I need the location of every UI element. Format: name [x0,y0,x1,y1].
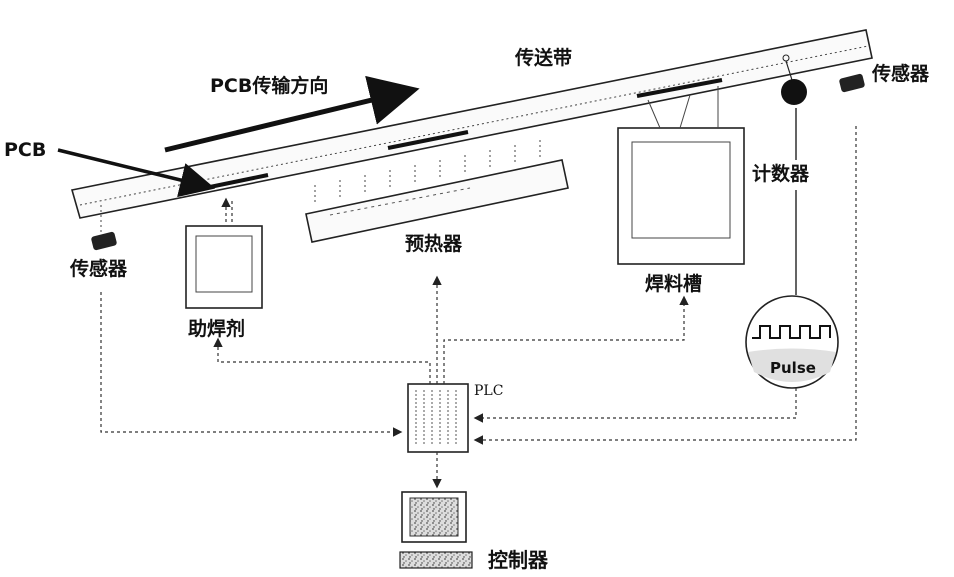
sensor-left-label: 传感器 [69,257,128,280]
pcb-board-1 [204,173,269,190]
plc-label: PLC [474,383,503,399]
counter-unit [781,54,807,105]
pcb-board-2 [387,130,469,150]
controller-label: 控制器 [488,548,549,572]
plc-unit [407,383,469,453]
flux-label: 助焊剂 [188,317,245,340]
conveyor-label: 传送带 [514,46,572,69]
controller-computer-icon [399,491,473,569]
pcb-board-3 [636,78,723,98]
preheater-unit [305,140,569,243]
pulse-generator [745,295,839,389]
flux-unit [185,197,263,309]
pcb-direction-arrow [164,75,420,153]
counter-label: 计数器 [752,162,810,185]
sensor-left-icon [91,231,117,251]
pulse-label: Pulse [770,359,816,377]
pcb-pointer-arrow [57,148,216,198]
preheater-label: 预热器 [405,232,463,255]
sensor-right-icon [839,73,865,93]
pcb-label: PCB [4,139,46,161]
solder-bath-label: 焊料槽 [645,272,702,295]
pcb-direction-label: PCB传输方向 [210,74,328,97]
conveyor-belt [70,29,873,219]
sensor-right-label: 传感器 [871,62,930,85]
solder-bath-unit [617,86,745,265]
